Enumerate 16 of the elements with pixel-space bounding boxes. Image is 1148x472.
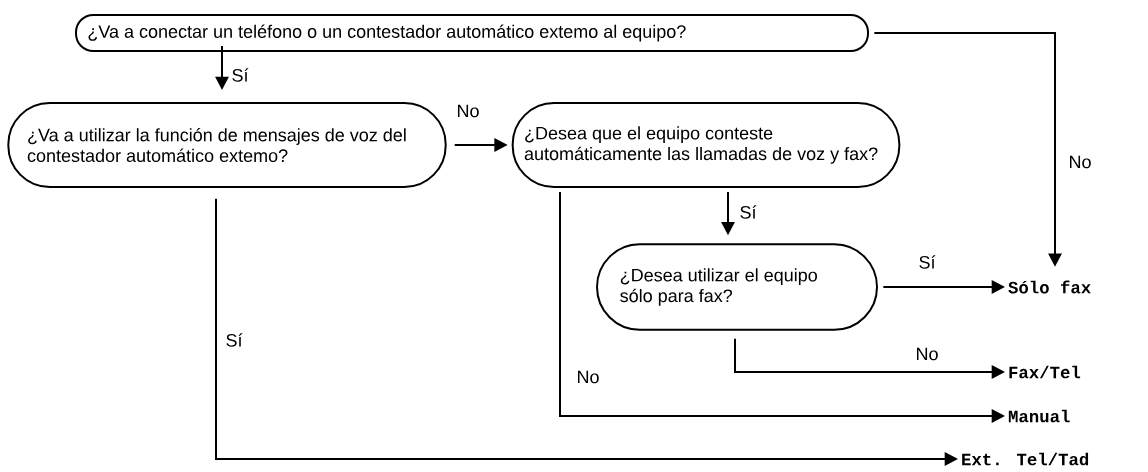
result-text: Ext. Tel/Tad: [962, 452, 1089, 466]
result-text: Sólo fax: [1008, 280, 1091, 294]
edge-label: Sí: [917, 253, 937, 271]
edge-label: Sí: [738, 203, 758, 221]
edge-label: Sí: [224, 331, 244, 349]
decision-box: ¿Va a conectar un teléfono o un contestador automático extemo al equipo?: [75, 14, 869, 52]
decision-box: ¿Va a utilizar la función de mensajes de voz del contestador automático extemo?: [7, 102, 447, 188]
edge-label: No: [575, 369, 601, 385]
edge-label: No: [914, 346, 940, 362]
edge-label: Sí: [230, 66, 250, 84]
decision-box: ¿Desea utilizar el equipo sólo para fax?: [596, 243, 878, 331]
result-text: Manual: [1008, 409, 1070, 423]
decision-box: ¿Desea que el equipo conteste automáticamente las llamadas de voz y fax?: [511, 102, 901, 188]
result-text: Fax/Tel: [1009, 365, 1081, 379]
edge-label: No: [455, 103, 481, 119]
edge-label: No: [1067, 154, 1093, 170]
